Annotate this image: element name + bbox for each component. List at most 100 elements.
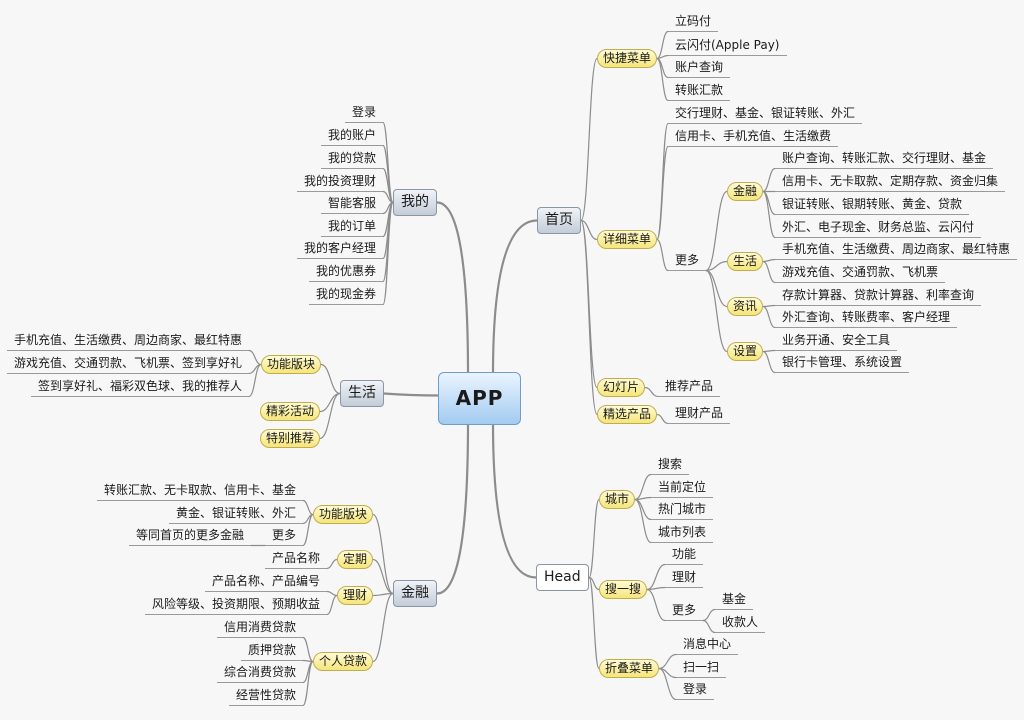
connector-line	[248, 363, 262, 398]
mine-item: 智能客服	[320, 194, 383, 214]
main-topic-life: 生活	[340, 380, 384, 407]
main-branch-line	[491, 219, 539, 376]
connector-line	[705, 269, 728, 353]
subtopic-city: 城市	[599, 490, 636, 509]
mine-item: 登录	[344, 103, 383, 123]
mine-item: 我的订单	[320, 217, 383, 237]
connector-line	[762, 260, 776, 284]
connector-line	[372, 592, 394, 597]
connector-line	[658, 667, 677, 701]
life-feature-item: 游戏充值、交通罚款、飞机票、签到享好礼	[6, 354, 249, 374]
featured-item: 理财产品	[668, 404, 731, 424]
city-item: 城市列表	[651, 523, 714, 543]
more-life-item: 手机充值、生活缴费、周边商家、最红特惠	[775, 240, 1018, 260]
connector-line	[382, 167, 394, 204]
connector-line	[326, 558, 338, 570]
connector-line	[634, 498, 652, 544]
mine-item: 我的优惠券	[308, 262, 383, 282]
connector-line	[762, 258, 776, 263]
subtopic-more-life: 生活	[727, 252, 764, 271]
connector-line	[646, 588, 666, 622]
connector-line	[762, 167, 776, 193]
connector-line	[372, 592, 394, 663]
more-finance-item: 银证转账、银期转账、黄金、贷款	[775, 195, 970, 215]
connector-line	[326, 594, 338, 616]
subtopic-life-activities: 精彩活动	[259, 402, 320, 421]
subtopic-finance-features: 功能版块	[312, 505, 373, 524]
finance-loan-item: 经营性贷款	[228, 686, 303, 706]
finance-feature-more-item: 等同首页的更多金融	[128, 526, 251, 546]
main-topic-mine: 我的	[393, 189, 437, 216]
slides-item: 推荐产品	[658, 377, 721, 397]
connector-line	[319, 392, 341, 440]
city-item: 当前定位	[651, 478, 714, 498]
connector-line	[319, 392, 341, 413]
connector-line	[248, 349, 262, 366]
search-more: 更多	[665, 601, 704, 621]
more-finance-item: 信用卡、无卡取款、定期存款、资金归集	[775, 172, 1006, 192]
main-topic-finance: 金融	[393, 580, 437, 607]
connector-line	[372, 558, 394, 595]
quick-menu-item: 立码付	[668, 12, 719, 32]
connector-line	[634, 498, 652, 521]
connector-line	[588, 498, 600, 579]
detail-menu-item: 信用卡、手机充值、生活缴费	[668, 127, 839, 147]
connector-line	[382, 201, 394, 306]
subtopic-finance-fixed: 定期	[336, 550, 373, 569]
connector-line	[705, 260, 728, 272]
fold-menu-item: 消息中心	[676, 635, 739, 655]
more-settings-item: 业务开通、安全工具	[775, 331, 898, 351]
subtopic-finance-loans: 个人贷款	[312, 652, 373, 671]
finance-loan-item: 综合消费贷款	[216, 663, 303, 683]
connector-line	[702, 608, 716, 622]
connector-line	[580, 219, 598, 416]
search-more-item: 收款人	[715, 613, 766, 633]
connector-line	[382, 121, 394, 204]
subtopic-featured-products: 精选产品	[597, 405, 658, 424]
central-topic-app: APP	[438, 372, 521, 425]
more-finance-item: 外汇、电子现金、财务总监、云闪付	[775, 218, 982, 238]
subtopic-finance-wealth: 理财	[336, 586, 373, 605]
finance-wealth-item: 产品名称、产品编号	[204, 572, 327, 592]
finance-feature-item: 转账汇款、无卡取款、信用卡、基金	[96, 481, 303, 501]
connector-line	[705, 269, 728, 308]
detail-menu-item: 交行理财、基金、银证转账、外汇	[668, 104, 863, 124]
finance-feature-item: 黄金、银证转账、外汇	[168, 504, 303, 524]
connector-line	[580, 57, 598, 222]
connector-line	[588, 576, 600, 670]
subtopic-life-features: 功能版块	[260, 355, 321, 374]
search-item: 功能	[665, 545, 704, 565]
more-info-item: 存款计算器、贷款计算器、利率查询	[775, 286, 982, 306]
life-feature-item: 手机充值、生活缴费、周边商家、最红特惠	[6, 331, 249, 351]
mine-item: 我的账户	[320, 126, 383, 146]
subtopic-quick-menu: 快捷菜单	[597, 49, 658, 68]
connector-line	[634, 473, 652, 501]
connector-line	[326, 590, 338, 597]
finance-feature-more: 更多	[264, 526, 303, 546]
mine-item: 我的现金券	[308, 285, 383, 305]
subtopic-search: 搜一搜	[599, 580, 648, 599]
fold-menu-item: 登录	[676, 680, 715, 700]
fold-menu-item: 扫一扫	[676, 658, 727, 678]
main-topic-home: 首页	[537, 207, 581, 234]
connector-line	[302, 660, 314, 707]
finance-wealth-item: 风险等级、投资期限、预期收益	[144, 595, 327, 615]
more-settings-item: 银行卡管理、系统设置	[775, 353, 910, 373]
quick-menu-item: 账户查询	[668, 58, 731, 78]
mine-item: 我的客户经理	[296, 239, 383, 259]
connector-line	[302, 513, 314, 547]
connector-line	[372, 513, 394, 595]
detail-menu-more: 更多	[668, 251, 707, 271]
finance-loan-item: 质押贷款	[240, 641, 303, 661]
connector-line	[705, 190, 728, 272]
quick-menu-item: 云闪付(Apple Pay)	[668, 36, 787, 56]
subtopic-more-finance: 金融	[727, 182, 764, 201]
main-branch-line	[382, 392, 442, 397]
subtopic-life-recommend: 特别推荐	[259, 429, 320, 448]
connector-line	[762, 349, 776, 353]
connector-line	[656, 30, 669, 60]
connector-line	[762, 304, 776, 308]
quick-menu-item: 转账汇款	[668, 81, 731, 101]
